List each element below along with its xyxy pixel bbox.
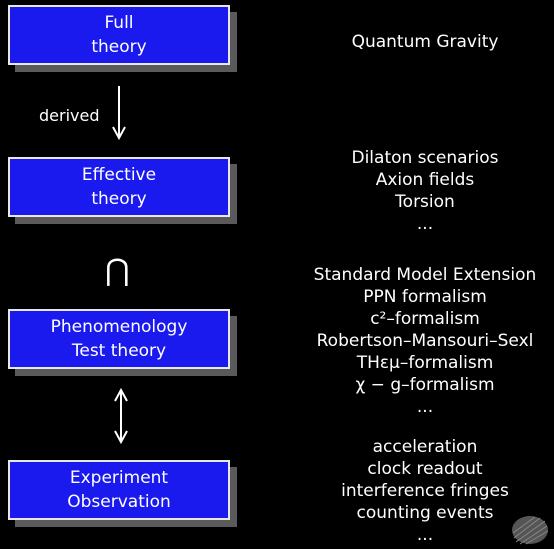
full-theory-line2: theory xyxy=(91,37,147,57)
desc-test-1: PPN formalism xyxy=(363,287,487,307)
desc-test-3: Robertson–Mansouri–Sexl xyxy=(316,331,534,351)
effective-theory-examples: Dilaton scenarios Axion fields Torsion .… xyxy=(300,147,550,235)
desc-test-4: THεμ–formalism xyxy=(356,353,494,373)
desc-effective-1: Axion fields xyxy=(375,170,475,190)
desc-full-0: Quantum Gravity xyxy=(351,32,499,52)
desc-obs-3: counting events xyxy=(356,503,494,523)
experiment-line2: Observation xyxy=(67,492,171,512)
desc-test-5: χ − g–formalism xyxy=(355,375,495,395)
derived-label: derived xyxy=(39,106,100,125)
desc-test-0: Standard Model Extension xyxy=(313,265,537,285)
desc-effective-3: ... xyxy=(416,214,434,234)
desc-obs-0: acceleration xyxy=(372,437,478,457)
effective-theory-line2: theory xyxy=(91,189,147,209)
desc-effective-0: Dilaton scenarios xyxy=(351,148,499,168)
sphere-logo-icon xyxy=(512,516,549,545)
test-theory-line1: Phenomenology xyxy=(50,317,188,337)
intersection-symbol: ⋂ xyxy=(105,253,130,288)
full-theory-box: Full theory xyxy=(8,5,230,65)
bidirectional-arrow xyxy=(114,387,128,445)
experiment-box: Experiment Observation xyxy=(8,460,230,520)
test-theory-examples: Standard Model Extension PPN formalism c… xyxy=(300,264,550,418)
quantum-gravity-text: Quantum Gravity xyxy=(300,31,550,53)
experiment-line1: Experiment xyxy=(69,468,169,488)
derived-down-arrow xyxy=(112,86,126,141)
desc-obs-2: interference fringes xyxy=(341,481,509,501)
desc-effective-2: Torsion xyxy=(395,192,455,212)
desc-obs-4: ... xyxy=(416,525,434,545)
effective-theory-box: Effective theory xyxy=(8,157,230,217)
observation-examples: acceleration clock readout interference … xyxy=(300,436,550,546)
desc-test-2: c²–formalism xyxy=(370,309,480,329)
full-theory-line1: Full xyxy=(104,13,134,33)
desc-test-6: ... xyxy=(416,397,434,417)
test-theory-box: Phenomenology Test theory xyxy=(8,309,230,369)
test-theory-line2: Test theory xyxy=(71,341,167,361)
effective-theory-line1: Effective xyxy=(81,165,157,185)
desc-obs-1: clock readout xyxy=(367,459,483,479)
